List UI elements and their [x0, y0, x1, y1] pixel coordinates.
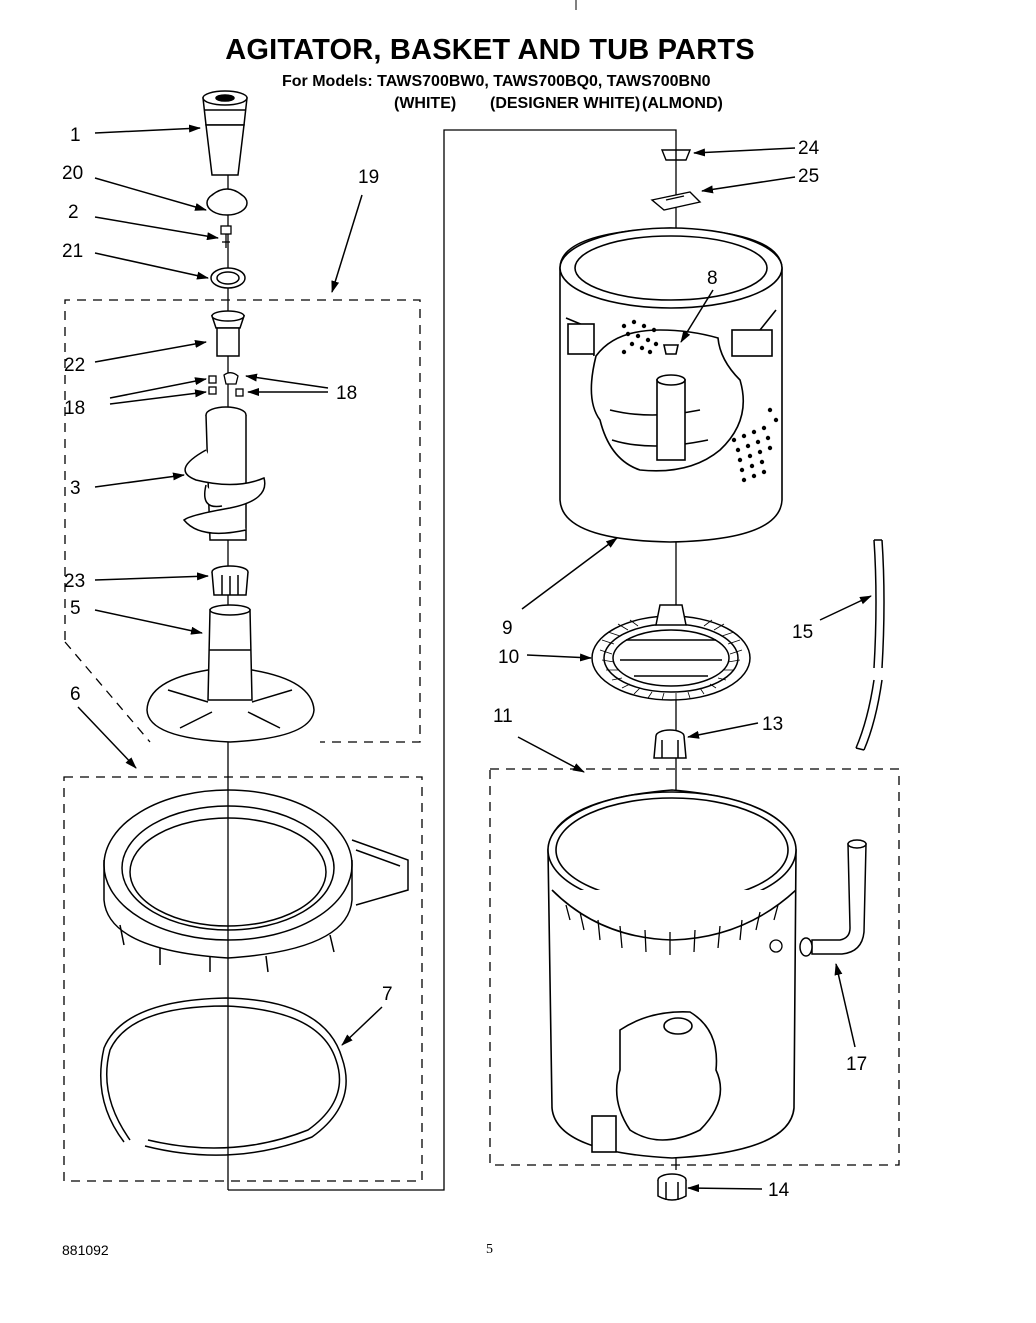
- part-22-cam: [210, 310, 246, 357]
- callout-leaders: [77, 124, 872, 1193]
- callout-8: 8: [707, 268, 718, 289]
- part-11-outer-tub: [547, 789, 797, 1159]
- part-10-drive-block: [591, 604, 751, 701]
- dashed-group-boxes: [63, 299, 900, 1182]
- callout-13: 13: [762, 714, 783, 735]
- callout-6: 6: [70, 684, 81, 705]
- callout-23: 23: [64, 571, 85, 592]
- part-25-seal: [650, 191, 702, 211]
- group-box-6: [63, 776, 423, 1182]
- callout-numbers: 1 20 2 21 19 22 18 18 3 23 5 6 7 24 25 8…: [62, 125, 867, 1201]
- part-24-nut: [660, 149, 692, 161]
- group-box-19: [64, 299, 421, 743]
- callout-24: 24: [798, 138, 820, 159]
- color-label-almond: (ALMOND): [642, 95, 723, 112]
- part-7-snap-ring: [99, 997, 347, 1156]
- callout-9: 9: [502, 618, 513, 639]
- callout-1: 1: [70, 125, 81, 146]
- part-1-fabric-softener-dispenser: [202, 90, 248, 176]
- part-14-drain-plug: [657, 1173, 687, 1201]
- basket-holes: [621, 319, 779, 483]
- callout-25: 25: [798, 166, 819, 187]
- part-6-tub-ring: [103, 789, 409, 973]
- part-3-agitator-auger: [182, 406, 266, 541]
- part-17-hose-pipe: [799, 839, 867, 957]
- callout-11: 11: [493, 706, 513, 727]
- part-23-coupling: [211, 565, 249, 596]
- color-label-designer-white: (DESIGNER WHITE): [490, 95, 641, 112]
- page-title: AGITATOR, BASKET AND TUB PARTS: [225, 34, 755, 66]
- part-18-dogs: [208, 372, 244, 397]
- group-box-11: [489, 768, 900, 1166]
- part-2-bolt: [220, 225, 232, 248]
- group-box-19-slant: [64, 641, 151, 743]
- callout-7: 7: [382, 984, 393, 1005]
- part-10-teeth: [599, 619, 743, 701]
- callout-15: 15: [792, 622, 813, 643]
- callout-5: 5: [70, 598, 81, 619]
- callout-2: 2: [68, 202, 79, 223]
- callout-18-right: 18: [336, 383, 357, 404]
- callout-3: 3: [70, 478, 81, 499]
- callout-19: 19: [358, 167, 379, 188]
- part-5-agitator-base: [146, 604, 315, 743]
- part-20-cap: [206, 188, 248, 216]
- callout-14: 14: [768, 1180, 790, 1201]
- part-9-spin-basket: [559, 227, 783, 543]
- part-11-tub-ribs: [565, 904, 779, 955]
- page-number: 5: [486, 1242, 493, 1257]
- tub-port: [769, 939, 783, 953]
- callout-10: 10: [498, 647, 519, 668]
- color-label-white: (WHITE): [394, 95, 457, 112]
- callout-22: 22: [64, 355, 85, 376]
- callout-18-left: 18: [64, 398, 85, 419]
- models-subtitle: For Models: TAWS700BW0, TAWS700BQ0, TAWS…: [282, 73, 711, 90]
- callout-21: 21: [62, 241, 83, 262]
- callout-17: 17: [846, 1054, 867, 1075]
- part-21-ring: [210, 267, 246, 289]
- document-number: 881092: [62, 1242, 109, 1258]
- part-15-hose: [855, 539, 885, 751]
- part-13-bearing: [653, 729, 687, 759]
- callout-20: 20: [62, 163, 83, 184]
